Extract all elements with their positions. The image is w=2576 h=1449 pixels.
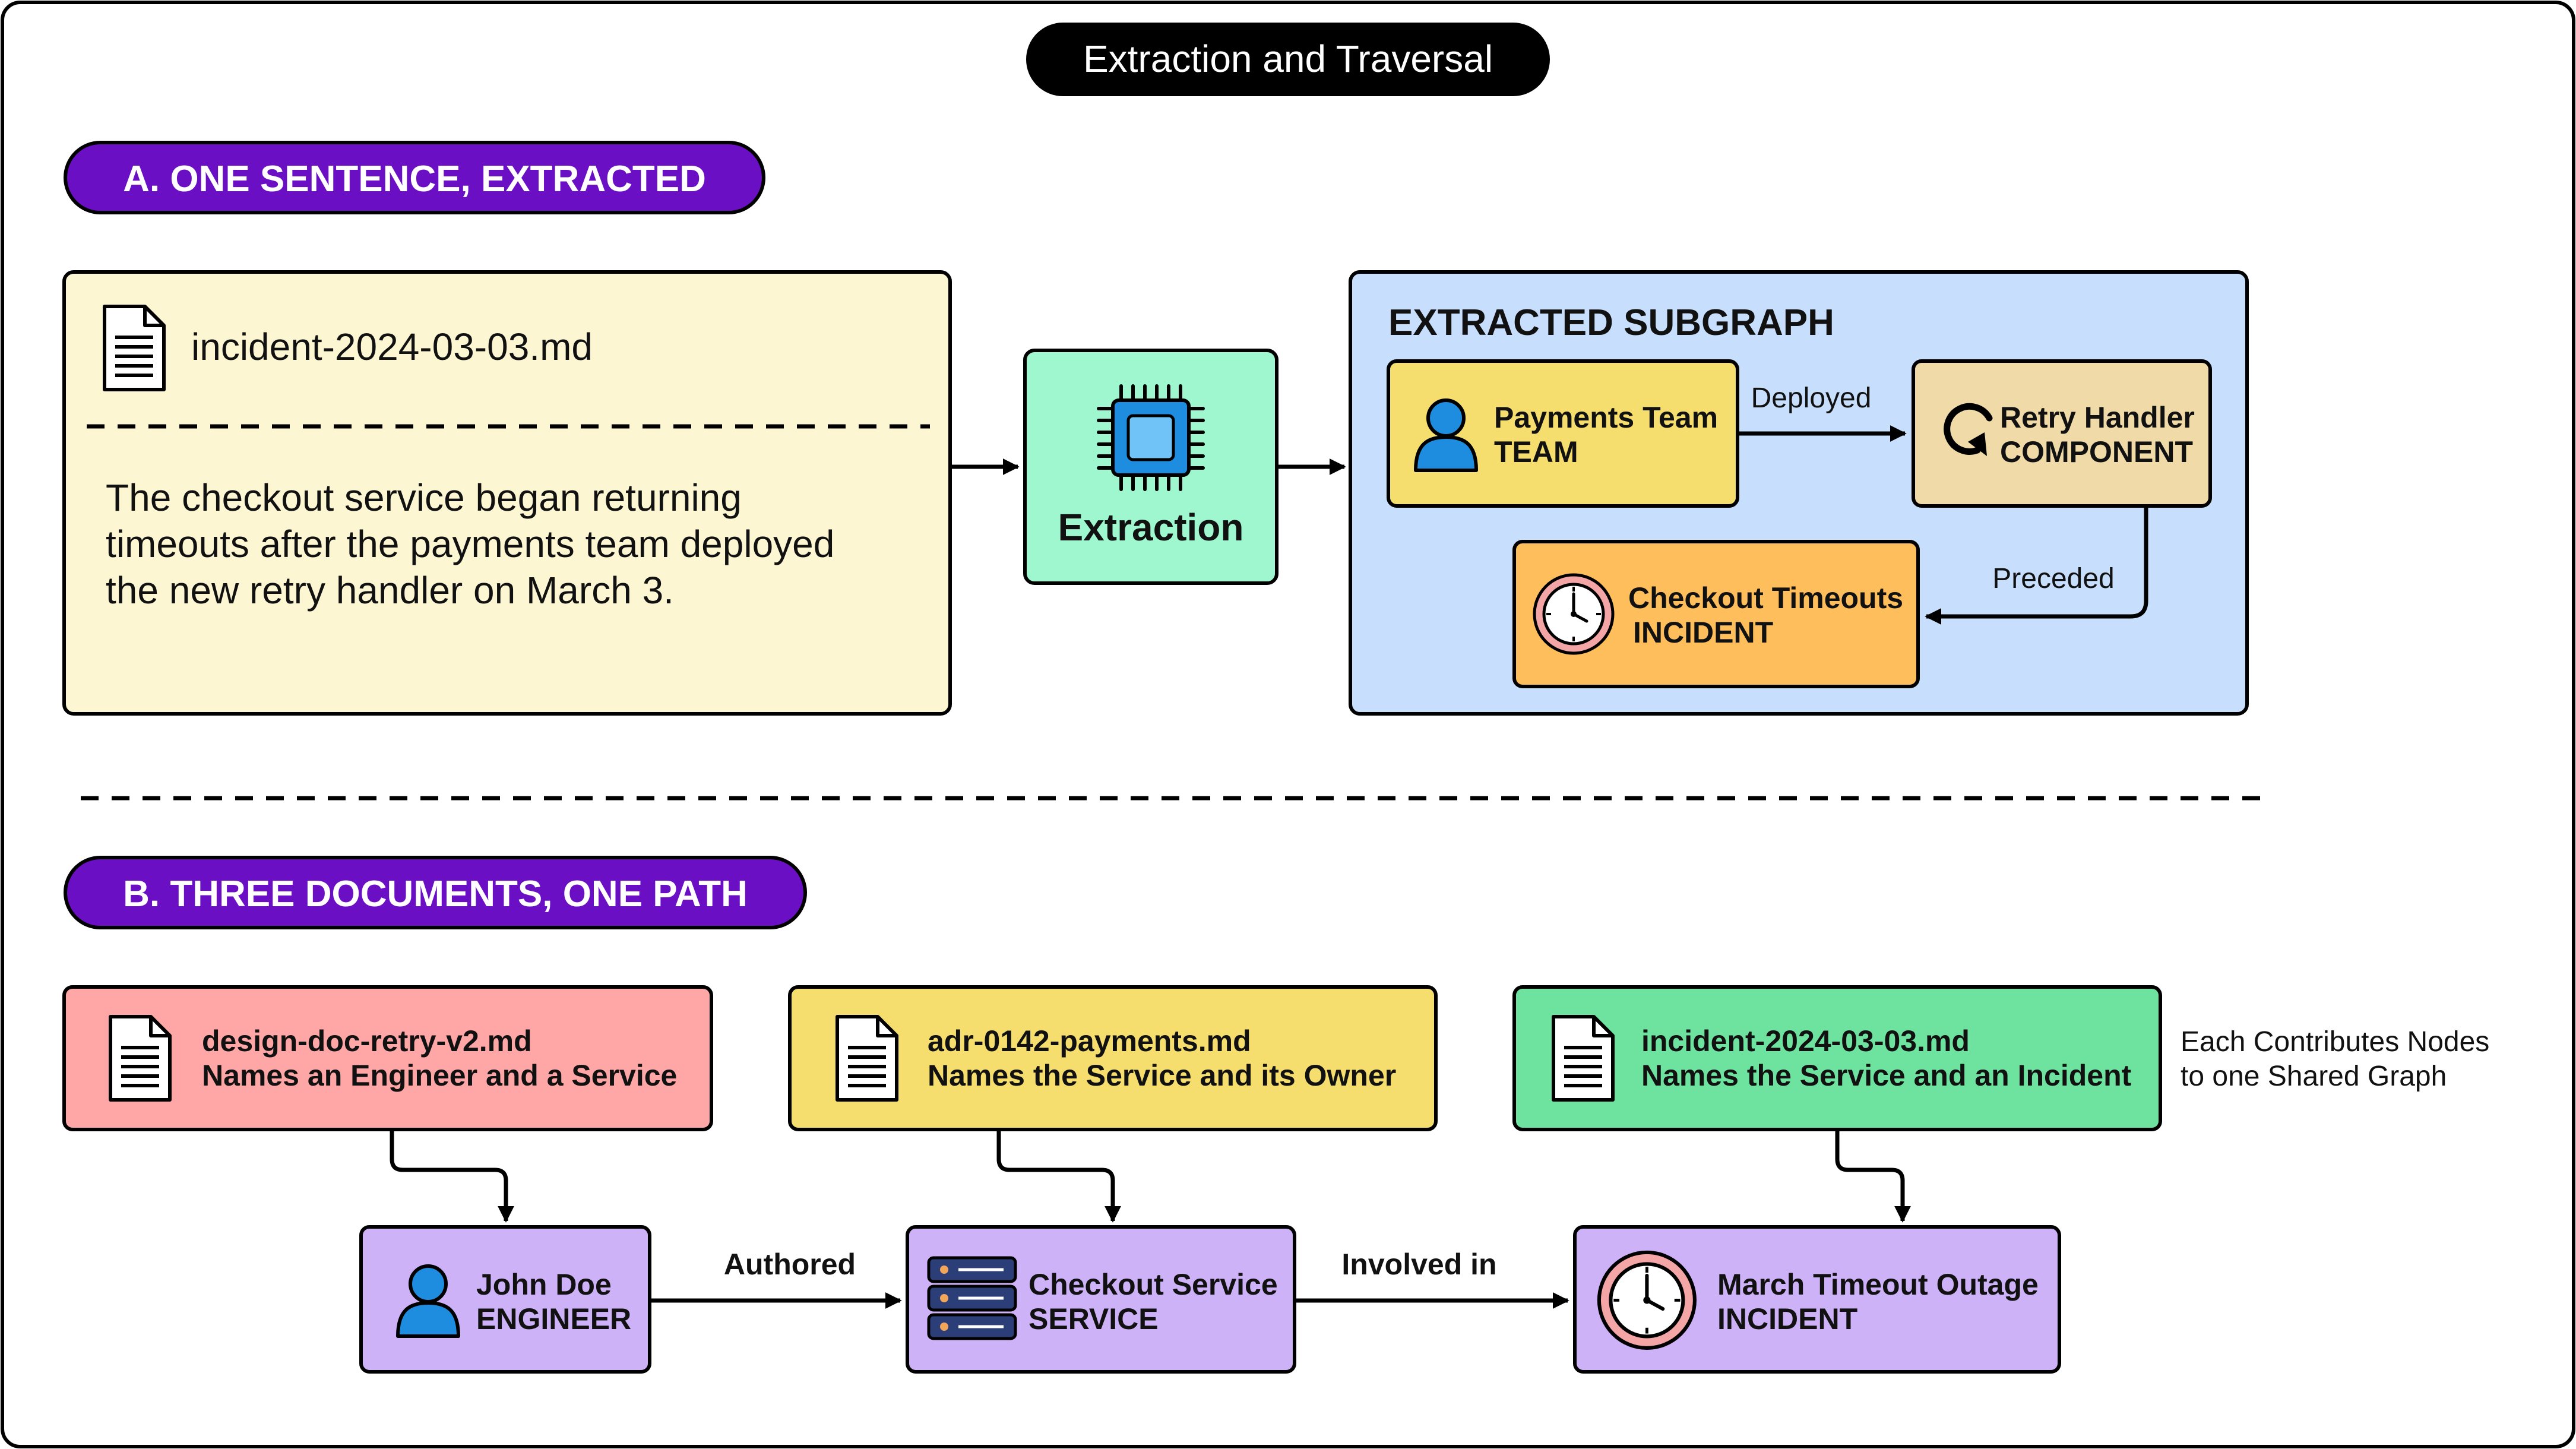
node-payments-team-name: Payments Team	[1494, 401, 1718, 434]
server-icon	[927, 1256, 1017, 1340]
section-b-heading-pill: B. THREE DOCUMENTS, ONE PATH	[64, 856, 807, 929]
node-march-timeout-outage: March Timeout Outage INCIDENT	[1573, 1225, 2061, 1374]
node-march-timeout-outage-type: INCIDENT	[1717, 1302, 1857, 1336]
clock-icon	[1599, 1252, 1695, 1348]
node-john-doe: John Doe ENGINEER	[359, 1225, 651, 1374]
source-sentence-line-3: the new retry handler on March 3.	[106, 569, 674, 612]
edge-preceded-label: Preceded	[1992, 563, 2114, 594]
shared-graph-note-line-2: to one Shared Graph	[2181, 1061, 2447, 1092]
node-checkout-service-type: SERVICE	[1028, 1302, 1159, 1336]
node-checkout-service: Checkout Service SERVICE	[906, 1225, 1296, 1374]
node-march-timeout-outage-name: March Timeout Outage	[1717, 1268, 2039, 1301]
chip-icon	[1097, 384, 1205, 491]
edge-authored-label: Authored	[724, 1248, 856, 1281]
clock-icon	[1534, 575, 1613, 653]
title-pill: Extraction and Traversal	[1026, 23, 1550, 96]
edge-involved-in-label: Involved in	[1341, 1248, 1496, 1281]
edge-preceded	[1925, 506, 2148, 625]
node-retry-handler-name: Retry Handler	[2000, 401, 2195, 434]
node-payments-team: Payments Team TEAM	[1387, 359, 1739, 508]
document-icon	[105, 306, 164, 390]
document-card-adr-filename: adr-0142-payments.md	[928, 1024, 1251, 1058]
node-retry-handler-type: COMPONENT	[2000, 435, 2193, 469]
connector-incident-doc-to-incident	[1835, 1130, 1911, 1223]
node-checkout-service-name: Checkout Service	[1028, 1268, 1278, 1301]
extracted-subgraph-panel: EXTRACTED SUBGRAPH Payments Team TEAM Re…	[1349, 270, 2249, 716]
document-card-design-doc-filename: design-doc-retry-v2.md	[202, 1024, 532, 1058]
source-sentence-line-2: timeouts after the payments team deploye…	[106, 523, 834, 565]
node-checkout-timeouts: Checkout Timeouts INCIDENT	[1512, 540, 1920, 688]
document-card-adr: adr-0142-payments.md Names the Service a…	[788, 985, 1438, 1131]
shared-graph-note-line-1: Each Contributes Nodes	[2181, 1026, 2489, 1058]
section-b-heading: B. THREE DOCUMENTS, ONE PATH	[123, 874, 748, 915]
source-document-panel: incident-2024-03-03.md The checkout serv…	[62, 270, 952, 716]
document-card-incident: incident-2024-03-03.md Names the Service…	[1512, 985, 2162, 1131]
source-document-filename: incident-2024-03-03.md	[191, 325, 593, 368]
section-a-heading-pill: A. ONE SENTENCE, EXTRACTED	[64, 141, 765, 214]
document-card-adr-description: Names the Service and its Owner	[928, 1059, 1396, 1092]
document-card-design-doc: design-doc-retry-v2.md Names an Engineer…	[62, 985, 713, 1131]
node-john-doe-type: ENGINEER	[476, 1302, 631, 1336]
node-retry-handler: Retry Handler COMPONENT	[1912, 359, 2212, 508]
connector-adr-to-service	[996, 1130, 1121, 1223]
node-payments-team-type: TEAM	[1494, 435, 1578, 469]
document-card-incident-filename: incident-2024-03-03.md	[1641, 1024, 1970, 1058]
node-checkout-timeouts-name: Checkout Timeouts	[1628, 581, 1903, 615]
node-checkout-timeouts-type: INCIDENT	[1633, 616, 1773, 649]
document-icon	[837, 1017, 897, 1100]
subgraph-title: EXTRACTED SUBGRAPH	[1388, 302, 1834, 343]
section-a-heading: A. ONE SENTENCE, EXTRACTED	[123, 159, 706, 200]
diagram-title: Extraction and Traversal	[1083, 37, 1493, 80]
extraction-label: Extraction	[1058, 506, 1244, 549]
extraction-box: Extraction	[1023, 349, 1278, 585]
document-card-incident-description: Names the Service and an Incident	[1641, 1059, 2132, 1092]
connector-design-doc-to-engineer	[390, 1130, 514, 1223]
retry-icon	[1944, 403, 1993, 456]
document-card-design-doc-description: Names an Engineer and a Service	[202, 1059, 677, 1092]
edge-deployed-label: Deployed	[1751, 382, 1872, 414]
document-icon	[110, 1017, 170, 1100]
document-icon	[1553, 1017, 1613, 1100]
node-john-doe-name: John Doe	[476, 1268, 612, 1301]
source-sentence-line-1: The checkout service began returning	[106, 476, 742, 519]
